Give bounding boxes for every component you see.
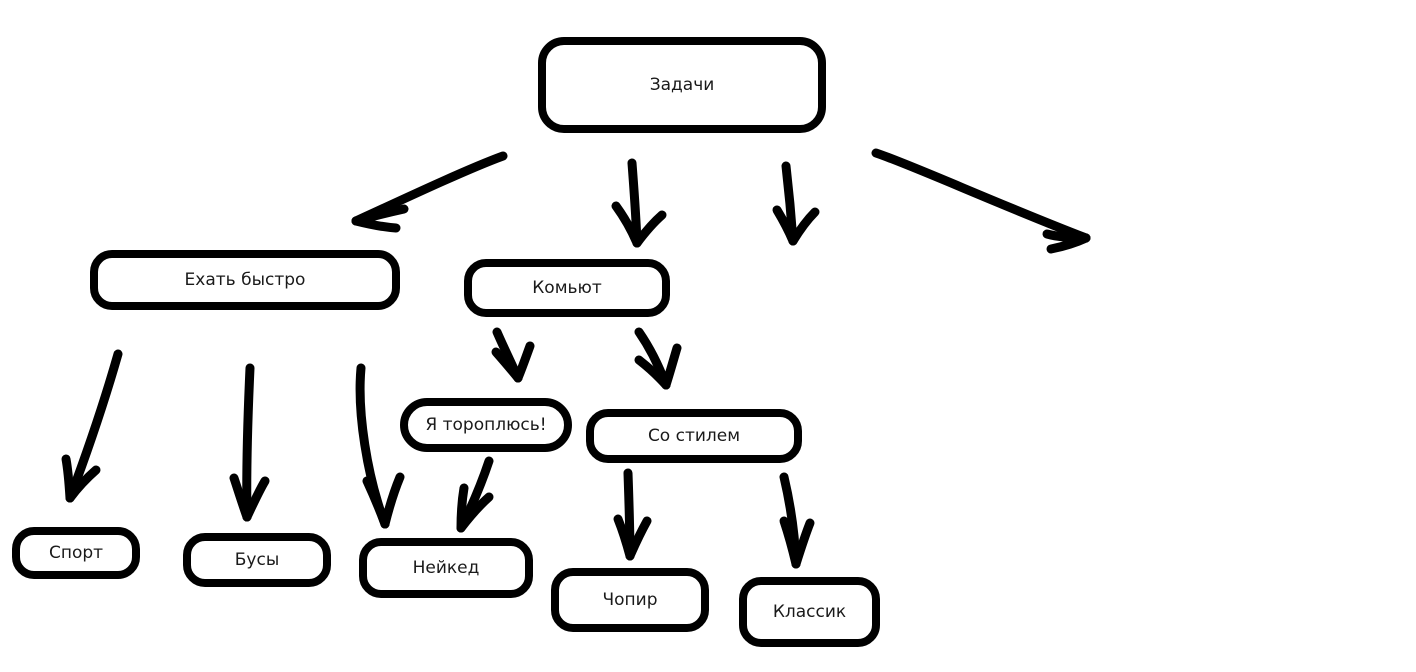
edge-style-to-classic: [779, 472, 815, 569]
edge-fast-to-naked: [355, 363, 405, 529]
node-chopper-label: Чопир: [602, 589, 658, 610]
edge-root-to-right: [871, 148, 1091, 254]
node-commute-label: Комьют: [532, 277, 602, 298]
edge-fast-to-sport: [61, 349, 123, 503]
edge-fast-to-beads: [229, 363, 270, 522]
node-style[interactable]: Со стилем: [586, 409, 802, 463]
node-chopper[interactable]: Чопир: [551, 568, 709, 632]
node-sport-label: Спорт: [48, 542, 104, 563]
node-fast-label: Ехать быстро: [184, 269, 306, 290]
node-fast[interactable]: Ехать быстро: [90, 250, 400, 310]
edge-root-to-commute: [611, 158, 667, 248]
node-naked[interactable]: Нейкед: [359, 538, 533, 598]
edge-style-to-chopper: [613, 468, 652, 561]
node-style-label: Со стилем: [647, 425, 741, 446]
node-classic[interactable]: Классик: [739, 577, 880, 647]
edge-root-to-fast: [351, 151, 508, 233]
edge-root-to-unlabeled: [772, 161, 820, 246]
node-sport[interactable]: Спорт: [12, 527, 140, 579]
edge-hurry-to-naked: [456, 456, 494, 533]
node-classic-label: Классик: [772, 601, 847, 622]
node-beads[interactable]: Бусы: [183, 533, 331, 587]
node-naked-label: Нейкед: [412, 557, 480, 578]
node-commute[interactable]: Комьют: [464, 259, 670, 317]
edge-commute-to-style: [634, 327, 682, 390]
node-hurry-label: Я тороплюсь!: [425, 414, 547, 435]
node-root-label: Задачи: [649, 74, 715, 95]
node-root[interactable]: Задачи: [538, 37, 826, 133]
node-hurry[interactable]: Я тороплюсь!: [400, 398, 572, 452]
node-beads-label: Бусы: [234, 549, 280, 570]
edge-commute-to-hurry: [491, 327, 535, 383]
